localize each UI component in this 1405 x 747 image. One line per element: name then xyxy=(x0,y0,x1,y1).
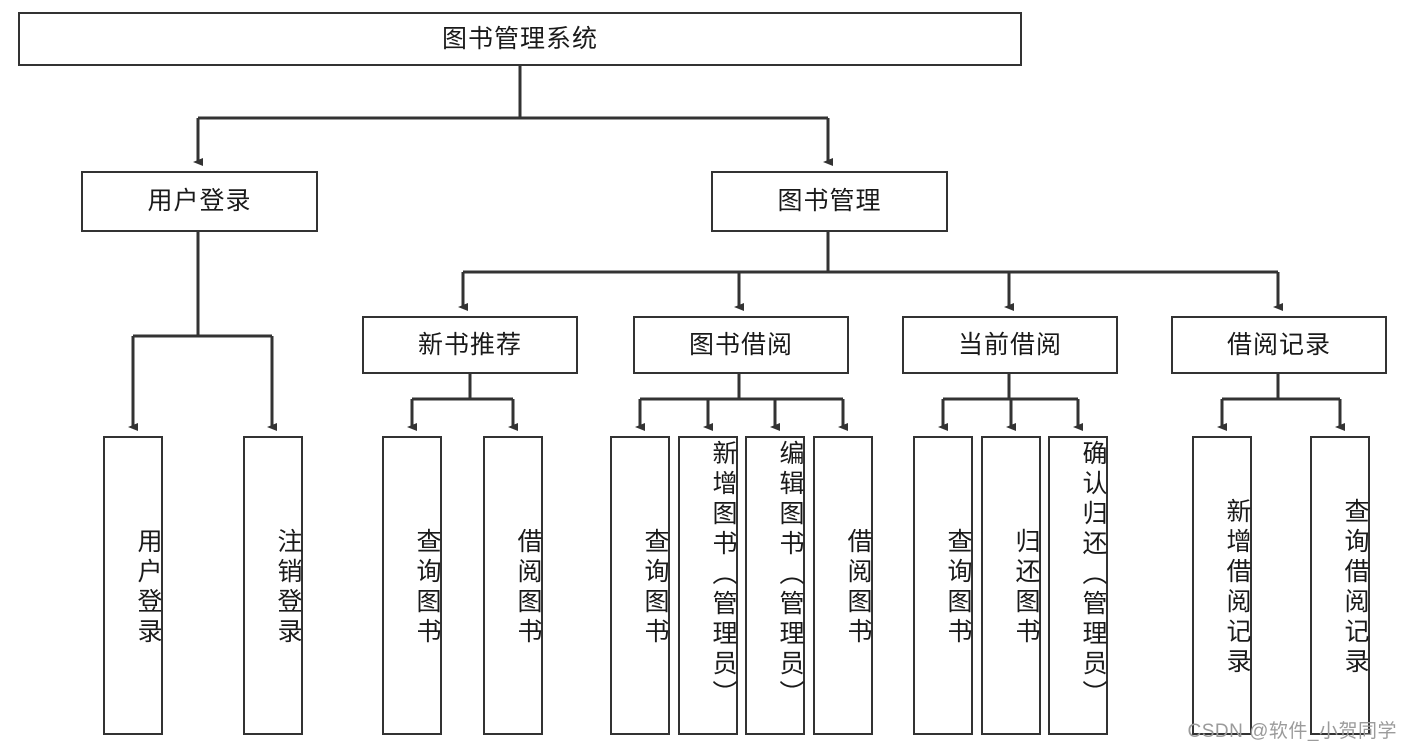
node-leaf-add-book[interactable]: 新增图书（管理员） xyxy=(678,436,738,735)
edge-group-new-book-recommend xyxy=(407,374,518,431)
node-leaf-return-book[interactable]: 归还图书 xyxy=(981,436,1041,735)
edge-group-book-borrow xyxy=(635,374,848,431)
node-leaf-query-book-2-label: 查询图书 xyxy=(641,527,669,648)
node-borrow-record[interactable]: 借阅记录 xyxy=(1171,316,1387,374)
node-new-book-recommend[interactable]: 新书推荐 xyxy=(362,316,578,374)
node-leaf-query-book-3[interactable]: 查询图书 xyxy=(913,436,973,735)
node-leaf-borrow-book-1-label: 借阅图书 xyxy=(514,527,542,648)
node-leaf-edit-book-label: 编辑图书（管理员） xyxy=(776,440,804,710)
node-leaf-query-record-label: 查询借阅记录 xyxy=(1341,497,1369,678)
node-book-manage-label: 图书管理 xyxy=(777,187,882,216)
node-user-login-label: 用户登录 xyxy=(147,187,252,216)
node-book-borrow[interactable]: 图书借阅 xyxy=(633,316,849,374)
node-leaf-borrow-book-2-label: 借阅图书 xyxy=(844,527,872,648)
node-leaf-logout[interactable]: 注销登录 xyxy=(243,436,303,735)
edge-group-user-login xyxy=(128,232,277,431)
edge-group-root xyxy=(193,66,833,166)
node-leaf-add-book-label: 新增图书（管理员） xyxy=(709,440,737,710)
node-book-manage[interactable]: 图书管理 xyxy=(711,171,948,232)
node-leaf-borrow-book-2[interactable]: 借阅图书 xyxy=(813,436,873,735)
node-new-book-recommend-label: 新书推荐 xyxy=(417,330,522,359)
node-user-login[interactable]: 用户登录 xyxy=(81,171,318,232)
node-leaf-user-login-label: 用户登录 xyxy=(134,527,162,648)
node-current-borrow-label: 当前借阅 xyxy=(957,330,1062,359)
node-leaf-borrow-book-1[interactable]: 借阅图书 xyxy=(483,436,543,735)
node-leaf-confirm-return[interactable]: 确认归还（管理员） xyxy=(1048,436,1108,735)
node-current-borrow[interactable]: 当前借阅 xyxy=(902,316,1118,374)
node-root-label: 图书管理系统 xyxy=(441,24,598,53)
node-leaf-confirm-return-label: 确认归还（管理员） xyxy=(1079,440,1107,710)
node-leaf-query-book-2[interactable]: 查询图书 xyxy=(610,436,670,735)
node-leaf-logout-label: 注销登录 xyxy=(274,527,302,648)
edge-group-borrow-record xyxy=(1217,374,1345,431)
node-book-borrow-label: 图书借阅 xyxy=(688,330,793,359)
node-root[interactable]: 图书管理系统 xyxy=(18,12,1022,66)
node-leaf-query-book-1[interactable]: 查询图书 xyxy=(382,436,442,735)
node-leaf-query-record[interactable]: 查询借阅记录 xyxy=(1310,436,1370,735)
node-leaf-query-book-1-label: 查询图书 xyxy=(413,527,441,648)
node-borrow-record-label: 借阅记录 xyxy=(1226,330,1331,359)
node-leaf-add-record[interactable]: 新增借阅记录 xyxy=(1192,436,1252,735)
node-leaf-user-login[interactable]: 用户登录 xyxy=(103,436,163,735)
node-leaf-edit-book[interactable]: 编辑图书（管理员） xyxy=(745,436,805,735)
edge-group-current-borrow xyxy=(938,374,1083,431)
edge-group-book-manage xyxy=(458,232,1283,311)
node-leaf-return-book-label: 归还图书 xyxy=(1012,527,1040,648)
node-leaf-query-book-3-label: 查询图书 xyxy=(944,527,972,648)
node-leaf-add-record-label: 新增借阅记录 xyxy=(1223,497,1251,678)
